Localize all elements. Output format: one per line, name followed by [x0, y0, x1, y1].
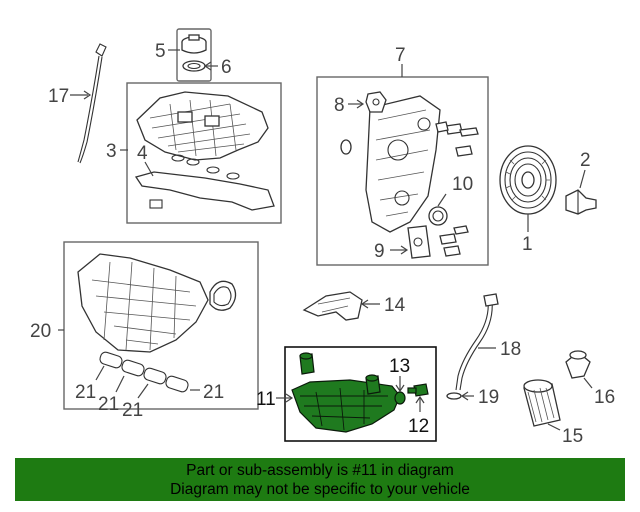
part-21-manifold-gaskets[interactable]: [99, 351, 190, 393]
callout-13: 13: [389, 356, 410, 377]
arrow-14: [360, 299, 369, 309]
leader-21b: [115, 375, 125, 393]
part-7-timing-chain-case[interactable]: [340, 95, 441, 233]
callout-18: 18: [500, 339, 521, 360]
part-15-oil-filter[interactable]: [523, 379, 561, 427]
part-14-baffle-plate[interactable]: [302, 291, 363, 321]
part-11-oil-pan[interactable]: [291, 352, 401, 433]
part-8-case-bracket[interactable]: [365, 91, 387, 113]
callout-14: 14: [384, 295, 406, 316]
leader-21a: [95, 365, 105, 381]
callout-16: 16: [594, 387, 615, 408]
arrow-19: [460, 391, 469, 401]
part-5-oil-filler-cap[interactable]: [176, 28, 212, 82]
group-box-3: [126, 82, 282, 224]
leader-10: [437, 193, 447, 207]
callout-21c: 21: [122, 400, 143, 421]
callout-3: 3: [106, 141, 117, 162]
arrow-12: [415, 395, 425, 404]
callout-17: 17: [48, 86, 69, 107]
part-19-tube-o-ring[interactable]: [446, 392, 462, 400]
leader-4: [144, 161, 154, 177]
group-box-20: [63, 241, 259, 410]
part-1-crankshaft-pulley[interactable]: [499, 145, 557, 215]
callout-6: 6: [221, 57, 232, 78]
part-20-intake-manifold[interactable]: [77, 253, 237, 353]
parts-diagram: 17 5 6 3 4 7: [30, 28, 615, 447]
leader-16: [583, 377, 593, 389]
part-18-dipstick-tube[interactable]: [455, 293, 499, 391]
arrow-6: [203, 61, 212, 71]
arrow-9: [400, 245, 409, 255]
arrow-8: [356, 99, 365, 109]
part-12-drain-bolt[interactable]: [407, 383, 429, 397]
arrow-13: [395, 384, 405, 393]
leader-2: [579, 169, 586, 189]
callout-12: 12: [408, 416, 429, 437]
arrow-17: [83, 90, 92, 100]
part-13-drain-washer[interactable]: [394, 391, 406, 405]
callout-21a: 21: [75, 382, 96, 403]
banner-line-2: Diagram may not be specific to your vehi…: [170, 481, 470, 498]
callout-11: 11: [256, 389, 276, 410]
callout-9: 9: [374, 241, 385, 262]
callout-21d: 21: [203, 382, 224, 403]
callout-1: 1: [522, 234, 533, 255]
callout-15: 15: [562, 426, 583, 447]
info-banner: Part or sub-assembly is #11 in diagram D…: [15, 458, 625, 501]
group-box-11: [284, 346, 437, 442]
part-6-cap-seal[interactable]: [182, 60, 206, 72]
leader-15: [547, 423, 561, 431]
callout-7: 7: [395, 45, 406, 66]
arrow-11: [285, 393, 294, 403]
callout-4: 4: [137, 143, 148, 164]
part-10-crankshaft-oil-seal[interactable]: [428, 206, 448, 226]
callout-20: 20: [30, 321, 51, 342]
part-4-head-cover-gasket[interactable]: [134, 154, 275, 211]
part-3-cylinder-head-cover[interactable]: [136, 91, 269, 161]
part-17-dipstick[interactable]: [77, 43, 107, 164]
part-2-pulley-bolt[interactable]: [565, 189, 597, 215]
callout-21b: 21: [98, 394, 119, 415]
part-16-filter-adapter[interactable]: [565, 350, 591, 379]
bolts-timing-case: [435, 121, 479, 257]
callout-5: 5: [155, 41, 166, 62]
callout-19: 19: [478, 387, 499, 408]
callout-8: 8: [334, 95, 345, 116]
part-9-case-cover[interactable]: [407, 225, 431, 259]
leader-21c: [137, 383, 149, 399]
callout-10: 10: [452, 174, 473, 195]
banner-line-1: Part or sub-assembly is #11 in diagram: [186, 462, 454, 479]
callout-2: 2: [580, 150, 591, 171]
